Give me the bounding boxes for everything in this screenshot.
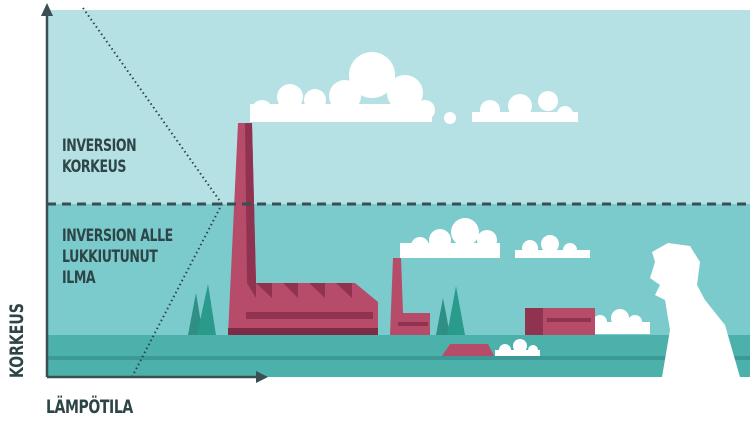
y-axis-arrow-icon [41, 3, 53, 16]
ground-stripe [47, 356, 750, 360]
x-axis-arrow-icon [256, 371, 268, 383]
temperature-profile [82, 7, 223, 378]
person-silhouette [650, 243, 740, 377]
axes [45, 14, 258, 379]
boat [442, 344, 494, 356]
trapped-air-label: INVERSION ALLE LUKKIUTUNUT ILMA [62, 226, 173, 288]
inversion-height-label: INVERSION KORKEUS [62, 136, 137, 177]
x-axis-label: LÄMPÖTILA [46, 396, 133, 418]
building-right [525, 308, 595, 335]
cloud-lower [400, 218, 650, 356]
trees-middle [436, 286, 465, 335]
cloud-upper [250, 52, 578, 124]
large-factory [228, 123, 378, 335]
y-axis-label: KORKEUS [6, 303, 28, 378]
small-factory [390, 258, 430, 335]
trees-left [188, 284, 216, 335]
